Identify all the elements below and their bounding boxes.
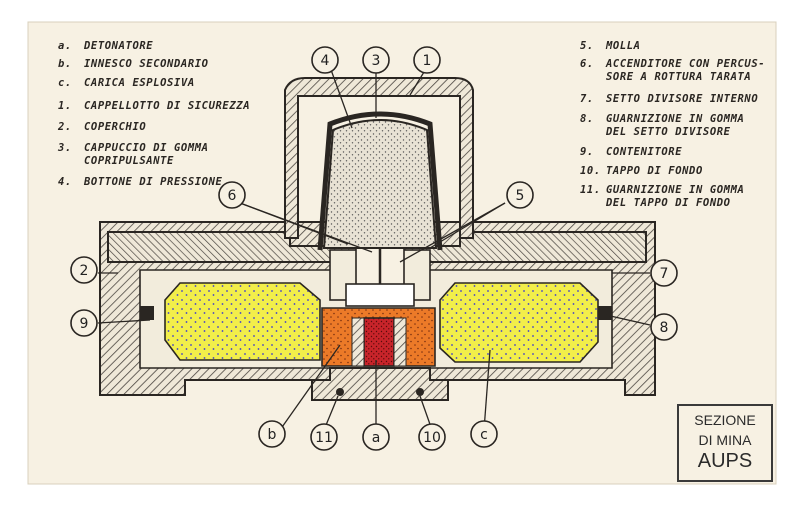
legend-left-item-7: 4. BOTTONE DI PRESSIONE: [58, 176, 222, 189]
bottom-gasket-left: [336, 388, 344, 396]
callout-6: 6: [218, 181, 246, 209]
svg-text:3: 3: [372, 53, 381, 69]
legend-left-item-0: a. DETONATORE: [58, 40, 153, 53]
svg-text:a: a: [372, 430, 381, 446]
svg-text:b: b: [268, 427, 277, 443]
explosive-charge-right: [439, 282, 599, 363]
legend-right-text: DEL SETTO DIVISORE: [606, 126, 731, 138]
callout-1: 1: [413, 46, 441, 74]
legend-right-text: MOLLA: [606, 40, 641, 52]
callout-10: 10: [418, 423, 446, 451]
legend-left-text: BOTTONE DI PRESSIONE: [84, 176, 223, 188]
legend-left-text: DETONATORE: [84, 40, 154, 52]
legend-right-item-6: 9. CONTENITORE: [580, 146, 682, 159]
legend-right-text: GUARNIZIONE IN GOMMA: [606, 184, 745, 196]
legend-left-text: CARICA ESPLOSIVA: [84, 77, 195, 89]
svg-text:10: 10: [423, 430, 441, 446]
callout-a: a: [362, 423, 390, 451]
legend-left-text: INNESCO SECONDARIO: [84, 58, 209, 70]
callout-7: 7: [650, 259, 678, 287]
legend-right-key: 8.: [580, 113, 594, 125]
legend-left-key: a.: [58, 40, 72, 52]
svg-text:11: 11: [315, 430, 333, 446]
legend-left-key: c.: [58, 77, 72, 89]
legend-left-text: CAPPUCCIO DI GOMMA: [84, 142, 209, 154]
callout-3: 3: [362, 46, 390, 74]
legend-right-key: 9.: [580, 146, 594, 158]
legend-right-text: SETTO DIVISORE INTERNO: [606, 93, 759, 105]
booster-separator-left: [351, 317, 365, 367]
callout-5: 5: [506, 181, 534, 209]
legend-right-item-1: 6. ACCENDITORE CON PERCUS-: [580, 58, 765, 71]
igniter-base: [345, 283, 415, 307]
legend-right-key: 7.: [580, 93, 594, 105]
legend-right-text: DEL TAPPO DI FONDO: [606, 197, 731, 209]
pressure-button: [322, 119, 438, 249]
bottom-gasket-right: [416, 388, 424, 396]
legend-left-text: CAPPELLOTTO DI SICUREZZA: [84, 100, 251, 112]
svg-text:8: 8: [660, 320, 669, 336]
section-label-line1: SEZIONE: [694, 412, 756, 428]
legend-right-item-3: 7. SETTO DIVISORE INTERNO: [580, 93, 758, 106]
svg-text:7: 7: [660, 266, 669, 282]
legend-right-text: CONTENITORE: [606, 146, 683, 158]
callout-c: c: [470, 420, 498, 448]
callout-9: 9: [70, 309, 98, 337]
section-label-box: SEZIONE DI MINA AUPS: [677, 404, 773, 482]
rubber-cap: [317, 111, 443, 251]
legend-left-key: b.: [58, 58, 72, 70]
legend-left-text: COPERCHIO: [84, 121, 147, 133]
legend-right-item-0: 5. MOLLA: [580, 40, 641, 53]
section-label-line2: DI MINA: [698, 432, 752, 448]
svg-text:4: 4: [321, 53, 330, 69]
svg-text:5: 5: [516, 188, 525, 204]
legend-right-text: ACCENDITORE CON PERCUS-: [606, 58, 766, 70]
legend-right-key: 11.: [580, 184, 601, 196]
legend-left-text: COPRIPULSANTE: [84, 155, 174, 167]
explosive-charge-left: [164, 282, 321, 361]
legend-right-item-9: DEL TAPPO DI FONDO: [580, 197, 731, 210]
legend-right-item-2: SORE A ROTTURA TARATA: [580, 71, 751, 84]
legend-left-item-1: b. INNESCO SECONDARIO: [58, 58, 209, 71]
legend-left-item-2: c. CARICA ESPLOSIVA: [58, 77, 195, 90]
legend-left-item-6: COPRIPULSANTE: [58, 155, 174, 168]
callout-b: b: [258, 420, 286, 448]
legend-right-text: SORE A ROTTURA TARATA: [606, 71, 752, 83]
svg-text:1: 1: [423, 53, 432, 69]
detonator-core: [363, 317, 395, 367]
legend-right-item-7: 10. TAPPO DI FONDO: [580, 165, 703, 178]
safety-cap: [284, 77, 474, 239]
legend-left-item-5: 3. CAPPUCCIO DI GOMMA: [58, 142, 209, 155]
legend-right-key: 6.: [580, 58, 594, 70]
bottom-plug: [311, 367, 449, 401]
legend-right-item-5: DEL SETTO DIVISORE: [580, 126, 731, 139]
legend-right-text: TAPPO DI FONDO: [606, 165, 703, 177]
svg-text:9: 9: [80, 316, 89, 332]
svg-text:6: 6: [228, 188, 237, 204]
legend-right-item-8: 11. GUARNIZIONE IN GOMMA: [580, 184, 744, 197]
callout-11: 11: [310, 423, 338, 451]
svg-text:c: c: [480, 427, 488, 443]
section-label-title: AUPS: [697, 450, 753, 472]
legend-right-text: GUARNIZIONE IN GOMMA: [606, 113, 745, 125]
side-gasket-left: [140, 306, 154, 320]
legend-left-key: 4.: [58, 176, 72, 188]
legend-right-key: 5.: [580, 40, 594, 52]
callout-2: 2: [70, 256, 98, 284]
legend-left-key: 3.: [58, 142, 72, 154]
legend-right-key: 10.: [580, 165, 601, 177]
side-gasket-right: [598, 306, 612, 320]
legend-left-key: 1.: [58, 100, 72, 112]
legend-right-item-4: 8. GUARNIZIONE IN GOMMA: [580, 113, 744, 126]
legend-left-key: 2.: [58, 121, 72, 133]
booster-separator-right: [393, 317, 407, 367]
callout-8: 8: [650, 313, 678, 341]
svg-text:2: 2: [80, 263, 89, 279]
legend-left-item-3: 1. CAPPELLOTTO DI SICUREZZA: [58, 100, 250, 113]
legend-left-item-4: 2. COPERCHIO: [58, 121, 146, 134]
callout-4: 4: [311, 46, 339, 74]
